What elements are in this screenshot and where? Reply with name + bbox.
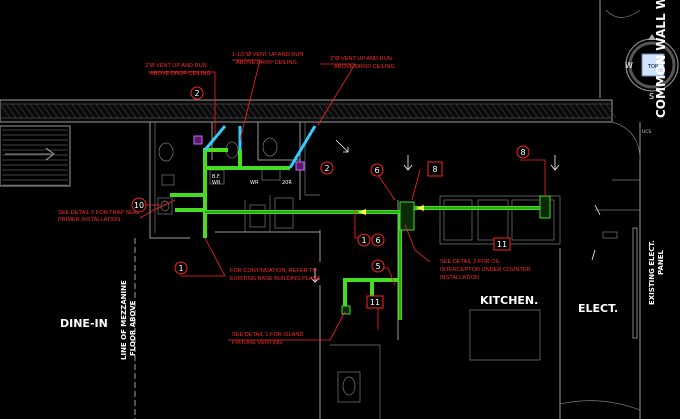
note-island-2: FIXTURE VENTING [232,340,282,346]
vent-risers [193,125,317,171]
mezzanine-label-1: LINE OF MEZZANINE [120,280,128,360]
note-vent-right-2: ABOVE DROP CEILING [334,64,395,70]
note-vent-mid-1: 1-1/2"Ø VENT UP AND RUN [232,52,303,58]
note-continuation-1: FOR CONTINUATION, REFER TO [230,268,317,274]
tag-20r: 20R [282,180,292,186]
note-trap-seal-2: PRIMER INSTALLATION [58,217,120,223]
section-arrows [310,139,601,283]
bubble-6-top: 6 [370,163,384,177]
ucs-label: UCS [642,129,651,135]
existing-panel-label-1: EXISTING ELECT. [648,240,656,305]
existing-panel-label: EXISTING ELECT. PANEL [648,240,665,305]
svg-text:8: 8 [520,148,525,157]
bubble-5: 5 [371,259,385,273]
note-interceptor-2: INTERCEPTOR UNDER COUNTER [440,267,531,273]
room-label-dine-in: DINE-IN [60,317,108,330]
svg-text:11: 11 [497,240,507,249]
mezzanine-label-2: FLOOR ABOVE [129,300,137,356]
note-vent-left-2: ABOVE DROP CEILING [150,71,211,77]
common-wall-text: COMMON WALL W [654,0,668,118]
note-vent-right-1: 2"Ø VENT UP AND RUN [330,56,392,62]
svg-text:6: 6 [375,236,380,245]
svg-text:6: 6 [374,166,379,175]
tag-bf-wr: WR [212,180,221,186]
bubble-1-left: 1 [174,261,188,275]
stair [0,125,71,187]
note-interceptor-3: INSTALLATION [440,275,479,281]
note-vent-left-1: 2"Ø VENT UP AND RUN [145,63,207,69]
svg-text:11: 11 [370,298,380,307]
common-wall-label: COMMON WALL W [654,0,668,118]
compass-south-label: S [649,92,654,101]
note-vent-mid-2: ABOVE DROP CEILING [236,60,297,66]
bubble-10: 10 [131,197,147,213]
svg-text:2: 2 [324,164,329,173]
bubble-11-right: 11 [493,237,511,251]
bubble-2-top: 2 [190,86,204,100]
note-interceptor-1: SEE DETAIL 2 FOR OIL [440,259,500,265]
svg-text:8: 8 [432,165,437,174]
bubble-8-mid: 8 [427,161,443,177]
tag-wr: WR [250,180,259,186]
compass-west-label: W [625,61,633,70]
view-cube[interactable] [625,34,679,92]
exterior-wall-band [0,99,617,123]
bubble-2-right: 2 [320,161,334,175]
svg-text:1: 1 [361,236,366,245]
bubble-1-mid: 1 [357,233,371,247]
note-island-1: SEE DETAIL 1 FOR ISLAND [232,332,304,338]
tag-bf: B.F. [212,174,221,180]
mezzanine-label: LINE OF MEZZANINE FLOOR ABOVE [120,280,137,360]
note-trap-seal-1: SEE DETAIL 5 FOR TRAP SEAL [58,210,140,216]
bubble-6-mid: 6 [371,233,385,247]
svg-text:5: 5 [375,262,380,271]
view-cube-top-label: TOP [647,64,658,70]
svg-text:2: 2 [194,89,199,98]
existing-panel-label-2: PANEL [657,249,665,275]
note-continuation-2: EXISTING BASE BUILDING PLANS [230,276,321,282]
bubble-11-mid: 11 [366,295,384,309]
leader-lines [139,59,546,341]
svg-text:10: 10 [134,201,144,210]
room-label-elect: ELECT. [578,302,618,315]
svg-text:1: 1 [178,264,183,273]
bubble-8-right: 8 [516,145,530,159]
room-label-kitchen: KITCHEN. [480,294,538,307]
